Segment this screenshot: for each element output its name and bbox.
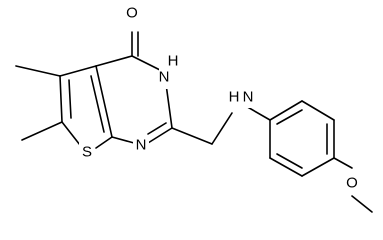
amine-n-label: N bbox=[243, 89, 254, 106]
bond-ar1-ar2-double bbox=[276, 109, 303, 125]
bond-ar4-ar5 bbox=[301, 157, 335, 177]
atom-labels: O H N N S H N O bbox=[79, 3, 360, 194]
bond-c5-c6 bbox=[59, 75, 63, 123]
bond-c2-n1-double bbox=[147, 122, 167, 135]
bond-ar1-ar2 bbox=[269, 100, 303, 121]
ring-nh-n-label: N bbox=[159, 69, 170, 86]
bond-o-methyl bbox=[351, 195, 373, 213]
bond-c6-methyl bbox=[21, 121, 63, 141]
bond-n1-c7a bbox=[111, 136, 135, 144]
bond-ar5-ar6-double bbox=[276, 153, 303, 169]
ring-nh-h-label: H bbox=[168, 53, 179, 70]
bond-ar5-ar6 bbox=[269, 157, 303, 177]
bond-n3-c2 bbox=[165, 83, 173, 129]
ring-n-label: N bbox=[136, 137, 147, 154]
bond-c5-methyl bbox=[15, 65, 61, 77]
bond-c7a-c4a-double bbox=[90, 75, 105, 133]
bond-c4-n3 bbox=[131, 55, 161, 71]
ether-oxygen-label: O bbox=[346, 175, 358, 192]
bond-c4a-c5 bbox=[59, 65, 97, 77]
carbonyl-oxygen-label: O bbox=[126, 5, 138, 22]
molecule-diagram: O H N N S H N O bbox=[15, 3, 373, 213]
bond-c2-ch2 bbox=[171, 127, 213, 145]
bond-ar2-ar3 bbox=[301, 100, 335, 121]
bond-c2-n1 bbox=[147, 127, 173, 144]
sulfur-label: S bbox=[82, 144, 92, 161]
bond-c6-s bbox=[61, 121, 81, 146]
bond-c5-c6-double bbox=[68, 79, 72, 119]
bond-c7a-c4a bbox=[95, 65, 113, 138]
bond-ar4-o bbox=[333, 157, 353, 169]
amine-h-label: H bbox=[229, 89, 240, 106]
bond-ch2-nh bbox=[211, 112, 233, 145]
bond-s-c7a bbox=[95, 136, 113, 149]
bond-c4a-c4 bbox=[95, 55, 133, 67]
bonds bbox=[15, 31, 373, 213]
